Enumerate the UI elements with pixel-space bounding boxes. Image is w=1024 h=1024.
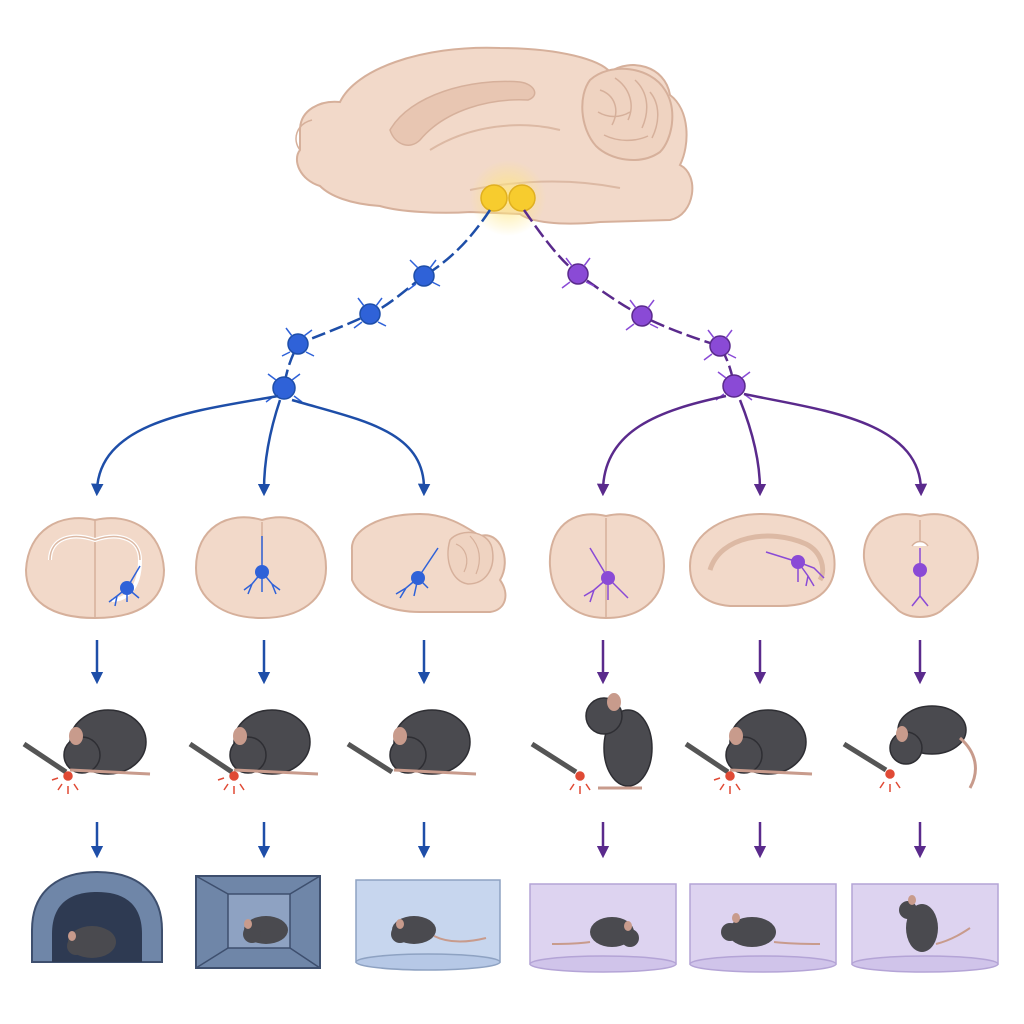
blue-branch-arrow-2 [257,399,282,497]
stimulus-mark [51,771,79,794]
target-brain-b1 [24,517,166,620]
blue-branch-arrow-3 [291,398,431,497]
target-brain-b2 [194,516,328,620]
nucleus-right [508,184,536,212]
mouse-ear [896,726,908,742]
purple-neuron-3 [703,329,737,361]
mouse-ear [393,727,407,745]
stimulus-mark [879,769,901,792]
purple-axon-chain [522,209,736,387]
purple-neuron-2 [625,299,659,331]
target-brain-p3 [862,513,980,618]
arena-p1-cylinder [529,883,677,973]
mouse-ear [69,727,83,745]
probe-tool [188,741,234,775]
main-brain-fold [429,124,561,151]
mouse-b3 [346,709,477,776]
main-brain-corpus-callosum [389,80,536,146]
stimulus-mark [569,771,591,794]
purple-branch-arrow-1 [596,394,727,497]
blue-branch-arrows [91,394,431,497]
blue-neuron-4 [265,373,303,403]
mouse-b1 [22,709,151,794]
cerebellum-folds [597,77,659,142]
target-brain-p1 [548,513,666,620]
arena-p2-cylinder [689,883,837,973]
probe-tool [684,741,730,775]
nucleus-left [480,184,508,212]
target-brain-p2 [688,512,836,607]
arrows-to-mice [90,640,927,685]
blue-neuron-2 [353,297,387,329]
nucleus-glow [470,160,546,236]
blue-neuron-3 [281,327,315,357]
mouse-ear [233,727,247,745]
arrows-to-arenas [90,822,927,859]
purple-branch-arrows [596,392,928,497]
purple-neuron-1 [561,257,595,289]
purple-neuron-4 [715,371,753,401]
probe-tool [346,741,394,775]
main-brain-cerebellum [581,67,674,161]
mouse-p2 [684,709,813,794]
mouse-p1 [530,693,653,794]
arena-b3-cylinder [355,879,501,971]
purple-branch-arrow-3 [743,392,928,497]
purple-pathway-chain [522,209,753,401]
mouse-ear [729,727,743,745]
mouse-p3 [842,705,977,792]
probe-tool [530,741,578,775]
blue-pathway-chain [265,209,492,403]
purple-branch-arrow-2 [738,399,767,497]
main-brain-sagittal [295,46,694,236]
arena-b1-tunnel [31,870,163,963]
arena-b2-box [195,875,321,969]
stimulus-mark [217,771,245,794]
probe-tool [842,741,888,773]
probe-tool [22,741,68,775]
blue-neuron-1 [407,259,441,291]
target-brain-b3 [350,512,507,613]
blue-axon-chain [282,209,492,389]
blue-branch-arrow-1 [91,394,279,497]
arena-p3-cylinder [851,883,999,973]
mouse-ear [607,693,621,711]
mouse-b2 [188,709,319,794]
stimulus-mark [713,771,741,794]
main-brain-olfactory-bulb [295,119,313,151]
